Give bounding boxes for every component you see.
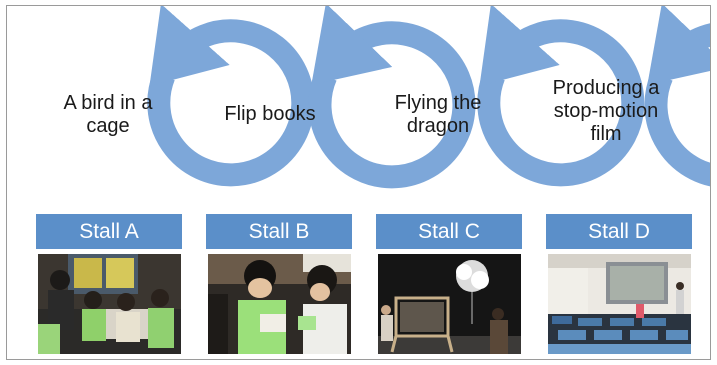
stall-header-c: Stall C xyxy=(376,214,522,249)
stall-header-a: Stall A xyxy=(36,214,182,249)
cycle-arrow-b xyxy=(308,6,476,189)
stall-photo-d xyxy=(548,254,691,354)
activity-label-c: Flying the dragon xyxy=(373,92,503,138)
activity-line: Producing a xyxy=(552,77,660,99)
cycle-arrow-a xyxy=(147,6,315,187)
stall-photo-b xyxy=(208,254,351,354)
cycle-arrow-c xyxy=(477,6,645,187)
cycle-arrows xyxy=(147,6,710,189)
activity-line: A bird in a xyxy=(63,92,153,114)
activity-label-a: A bird in a cage xyxy=(43,92,173,138)
stall-photo-c xyxy=(378,254,521,354)
activity-line: Flip books xyxy=(224,103,316,125)
stall-header-b: Stall B xyxy=(206,214,352,249)
cycle-arrow-d xyxy=(644,6,710,187)
activity-line: dragon xyxy=(406,115,470,137)
diagram-frame: A bird in a cage Flip books Flying the d… xyxy=(6,5,711,360)
activity-line: cage xyxy=(86,115,130,137)
stall-header-d: Stall D xyxy=(546,214,692,249)
activity-label-d: Producing a stop-motion film xyxy=(541,77,671,146)
stall-photo-a xyxy=(38,254,181,354)
activity-line: film xyxy=(590,123,622,145)
activity-label-b: Flip books xyxy=(205,103,335,126)
activity-line: stop-motion xyxy=(553,100,659,122)
activity-line: Flying the xyxy=(394,92,482,114)
